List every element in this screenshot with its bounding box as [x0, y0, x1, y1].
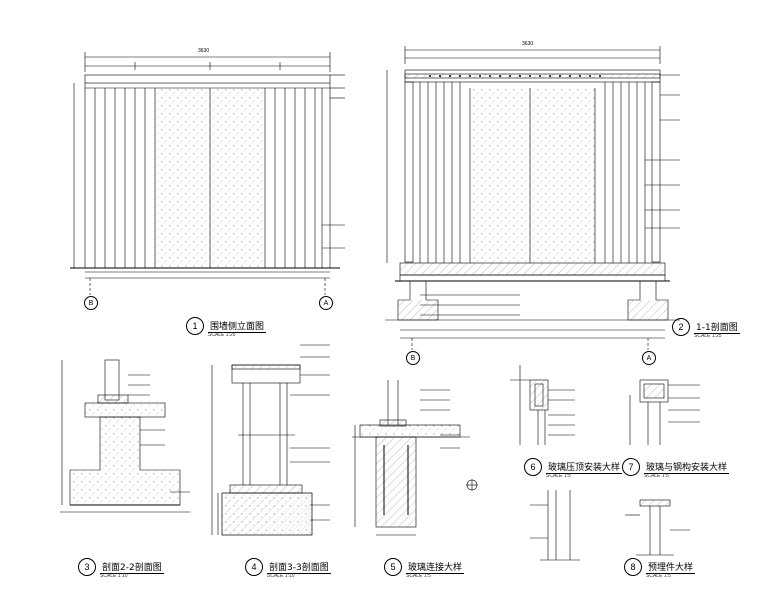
view-number: 6	[524, 458, 542, 476]
embedded-part-detail-view	[625, 499, 690, 556]
view-scale: SCALE 1:25	[208, 332, 236, 338]
view-caption: 5 玻璃连接大样 SCALE 1:5	[384, 558, 465, 579]
view-number: 1	[186, 317, 204, 335]
view-caption: 1 围墙侧立面图 SCALE 1:25	[186, 317, 267, 338]
view-number: 5	[384, 558, 402, 576]
view-scale: SCALE 1:5	[546, 473, 571, 479]
view-scale: SCALE 1:10	[100, 573, 128, 579]
grid-axis-bubble: B	[84, 296, 98, 310]
view-number: 7	[622, 458, 640, 476]
grid-axis-bubble: A	[319, 296, 333, 310]
view-title: 剖面3-3剖面图	[267, 560, 331, 574]
view-scale: SCALE 1:5	[644, 473, 669, 479]
view-caption: 2 1-1剖面图 SCALE 1:25	[672, 318, 740, 339]
view-title: 剖面2-2剖面图	[100, 560, 164, 574]
view-title: 玻璃与钢构安装大样	[644, 460, 730, 474]
view-caption: 8 预埋件大样 SCALE 1:5	[624, 558, 696, 579]
grid-axis-bubble: A	[642, 351, 656, 365]
section-3-3-view	[211, 344, 330, 536]
view-caption: 3 剖面2-2剖面图 SCALE 1:10	[78, 558, 164, 579]
view-title: 1-1剖面图	[694, 320, 740, 334]
glass-steel-detail-view	[629, 379, 700, 445]
view-number: 3	[78, 558, 96, 576]
view-title: 围墙侧立面图	[208, 319, 267, 333]
view-scale: SCALE 1:5	[406, 573, 431, 579]
view-title: 玻璃压顶安装大样	[546, 460, 623, 474]
view-number: 2	[672, 318, 690, 336]
view-title: 预埋件大样	[646, 560, 696, 574]
section-2-2-view	[60, 359, 190, 513]
view-number: 8	[624, 558, 642, 576]
glass-coping-detail-view	[510, 365, 575, 445]
dimension-label: 3630	[522, 41, 534, 47]
view-scale: SCALE 1:5	[646, 573, 671, 579]
view-caption: 4 剖面3-3剖面图 SCALE 1:10	[245, 558, 331, 579]
view-caption: 6 玻璃压顶安装大样 SCALE 1:5	[524, 458, 623, 479]
view-caption: 7 玻璃与钢构安装大样 SCALE 1:5	[622, 458, 730, 479]
grid-axis-bubble: B	[406, 351, 420, 365]
glass-connection-detail-view	[352, 380, 478, 536]
dimension-label: 3630	[198, 48, 210, 54]
elevation-view	[70, 52, 345, 295]
section-1-1-view	[385, 46, 680, 350]
view-scale: SCALE 1:25	[694, 333, 722, 339]
view-scale: SCALE 1:10	[267, 573, 295, 579]
view-title: 玻璃连接大样	[406, 560, 465, 574]
small-post-detail-view	[530, 490, 580, 561]
view-number: 4	[245, 558, 263, 576]
